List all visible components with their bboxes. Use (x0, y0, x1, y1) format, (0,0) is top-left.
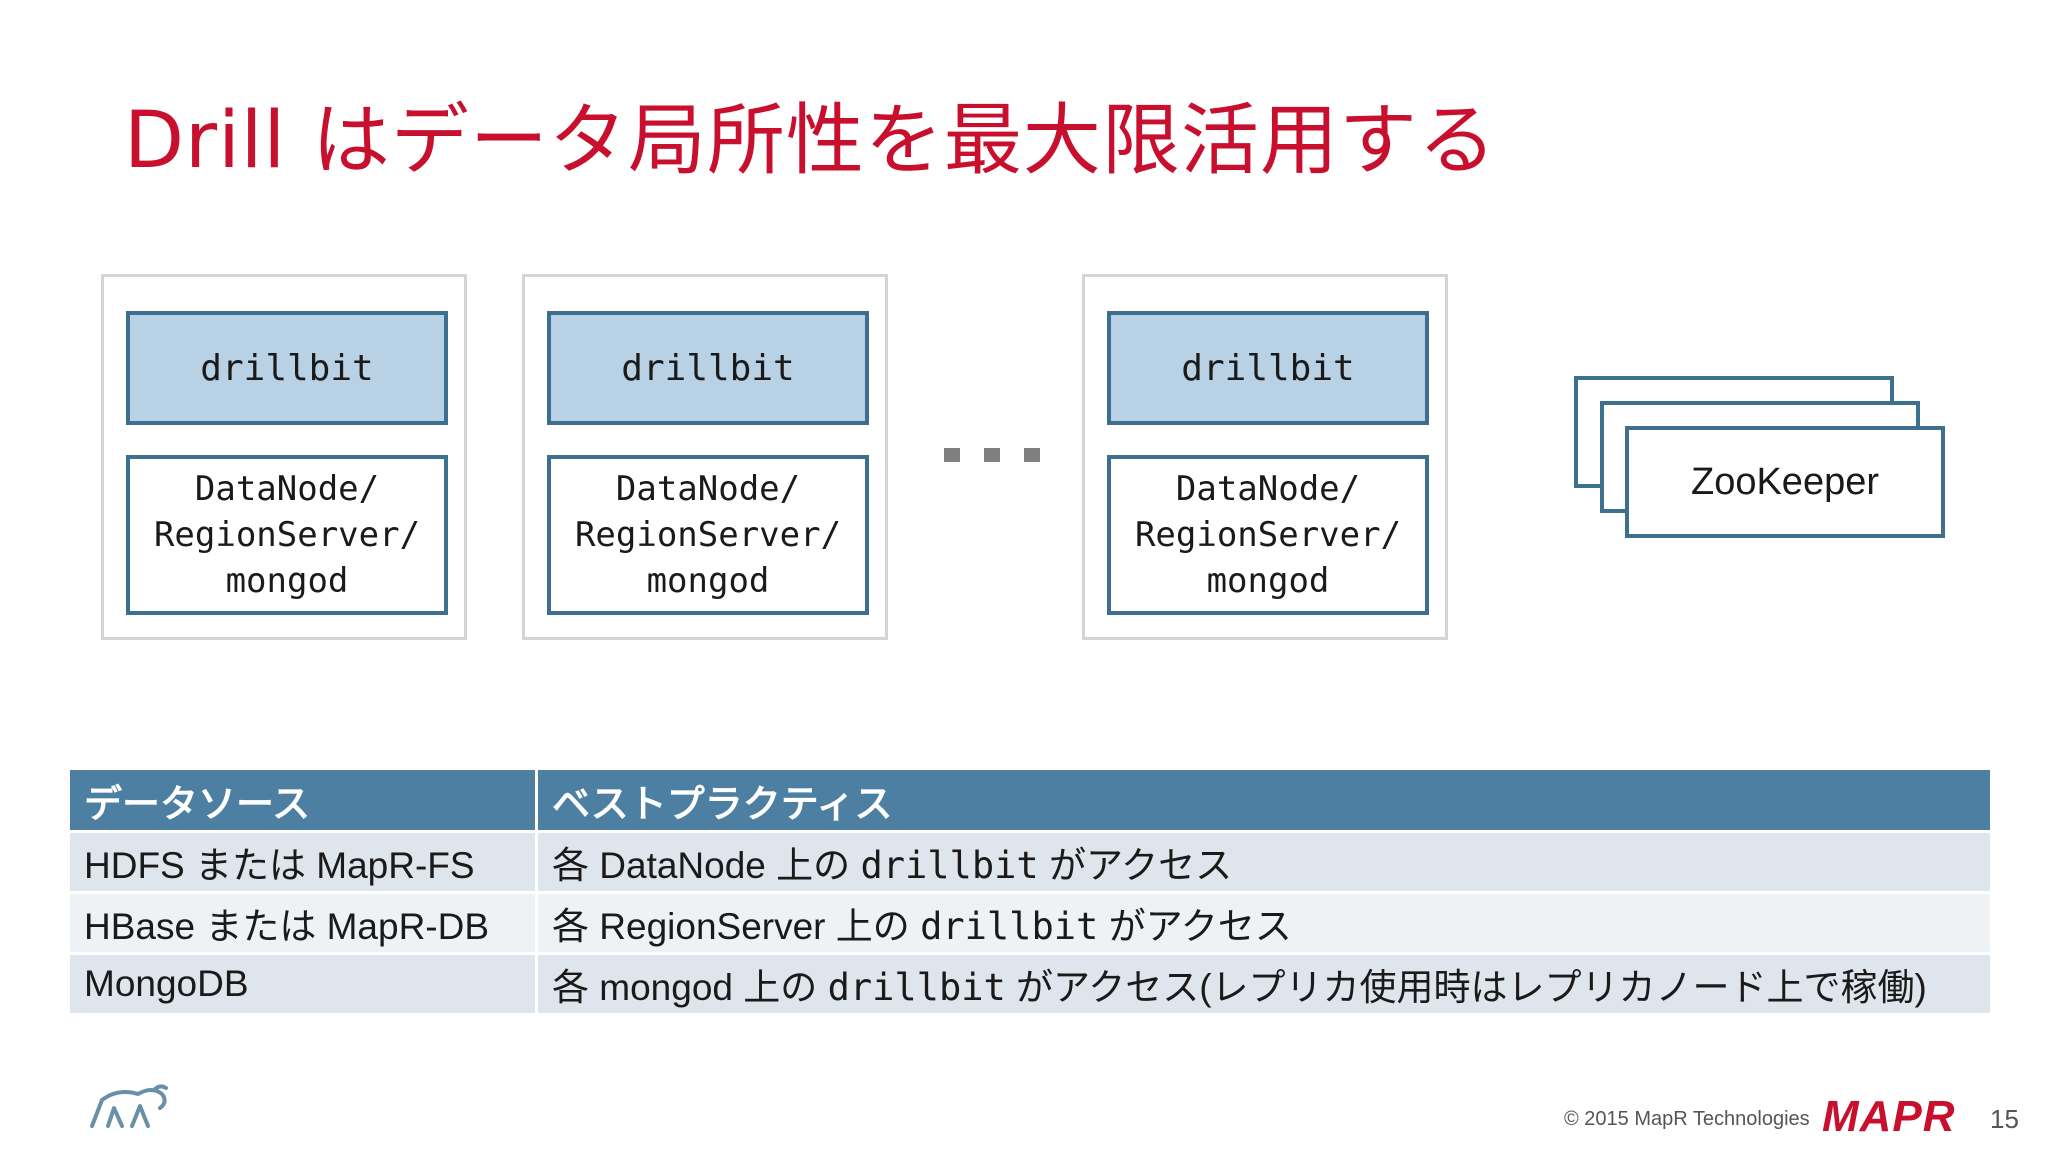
source-cell: HBase または MapR-DB (70, 891, 535, 952)
practice-cell: 各 RegionServer 上の drillbit がアクセス (535, 891, 1990, 952)
source-cell: MongoDB (70, 952, 535, 1013)
mapr-logo: MAPR (1822, 1092, 1956, 1141)
server-node-3: drillbit DataNode/ RegionServer/ mongod (1082, 274, 1448, 640)
practice-cell: 各 DataNode 上の drillbit がアクセス (535, 830, 1990, 891)
zookeeper-box: ZooKeeper (1625, 426, 1945, 538)
drillbit-code: drillbit (860, 844, 1039, 887)
practice-text: 各 RegionServer 上の (552, 906, 921, 947)
node-line: DataNode/ (194, 469, 380, 509)
copyright-text: © 2015 MapR Technologies (1564, 1108, 1810, 1130)
node-line: DataNode/ (1175, 469, 1361, 509)
best-practice-table: データソース ベストプラクティス HDFS または MapR-FS 各 Data… (70, 770, 1990, 1013)
drillbit-box: drillbit (126, 311, 448, 425)
datanode-box: DataNode/ RegionServer/ mongod (547, 455, 869, 615)
node-line: mongod (646, 561, 770, 601)
node-line: DataNode/ (615, 469, 801, 509)
page-number: 15 (1990, 1104, 2019, 1134)
practice-text: 各 DataNode 上の (552, 845, 861, 886)
column-header-source: データソース (70, 770, 535, 830)
node-line: RegionServer/ (574, 515, 842, 555)
slide-title: Drill はデータ局所性を最大限活用する (124, 96, 1497, 186)
column-header-practice: ベストプラクティス (535, 770, 1990, 830)
practice-text: 各 mongod 上の (552, 967, 828, 1008)
table-row: HDFS または MapR-FS 各 DataNode 上の drillbit … (70, 830, 1990, 891)
table-header-row: データソース ベストプラクティス (70, 770, 1990, 830)
source-cell: HDFS または MapR-FS (70, 830, 535, 891)
dot (984, 448, 1000, 462)
zookeeper-label: ZooKeeper (1690, 460, 1879, 503)
practice-text: がアクセス (1098, 906, 1292, 947)
drillbit-code: drillbit (827, 966, 1006, 1009)
practice-text: がアクセス(レプリカ使用時はレプリカノード上で稼働) (1005, 967, 1927, 1008)
node-line: RegionServer/ (153, 515, 421, 555)
node-line: mongod (225, 561, 349, 601)
table-row: HBase または MapR-DB 各 RegionServer 上の dril… (70, 891, 1990, 952)
table-row: MongoDB 各 mongod 上の drillbit がアクセス(レプリカ使… (70, 952, 1990, 1013)
node-line: RegionServer/ (1134, 515, 1402, 555)
drillbit-box: drillbit (1107, 311, 1429, 425)
elephant-icon (88, 1082, 170, 1137)
server-node-2: drillbit DataNode/ RegionServer/ mongod (522, 274, 888, 640)
server-node-1: drillbit DataNode/ RegionServer/ mongod (101, 274, 467, 640)
practice-text: がアクセス (1038, 845, 1233, 886)
node-line: mongod (1206, 561, 1330, 601)
dot (1024, 448, 1040, 462)
datanode-box: DataNode/ RegionServer/ mongod (1107, 455, 1429, 615)
drillbit-code: drillbit (920, 905, 1099, 948)
datanode-box: DataNode/ RegionServer/ mongod (126, 455, 448, 615)
drillbit-box: drillbit (547, 311, 869, 425)
ellipsis-dots (944, 448, 1040, 462)
dot (944, 448, 960, 462)
practice-cell: 各 mongod 上の drillbit がアクセス(レプリカ使用時はレプリカノ… (535, 952, 1990, 1013)
